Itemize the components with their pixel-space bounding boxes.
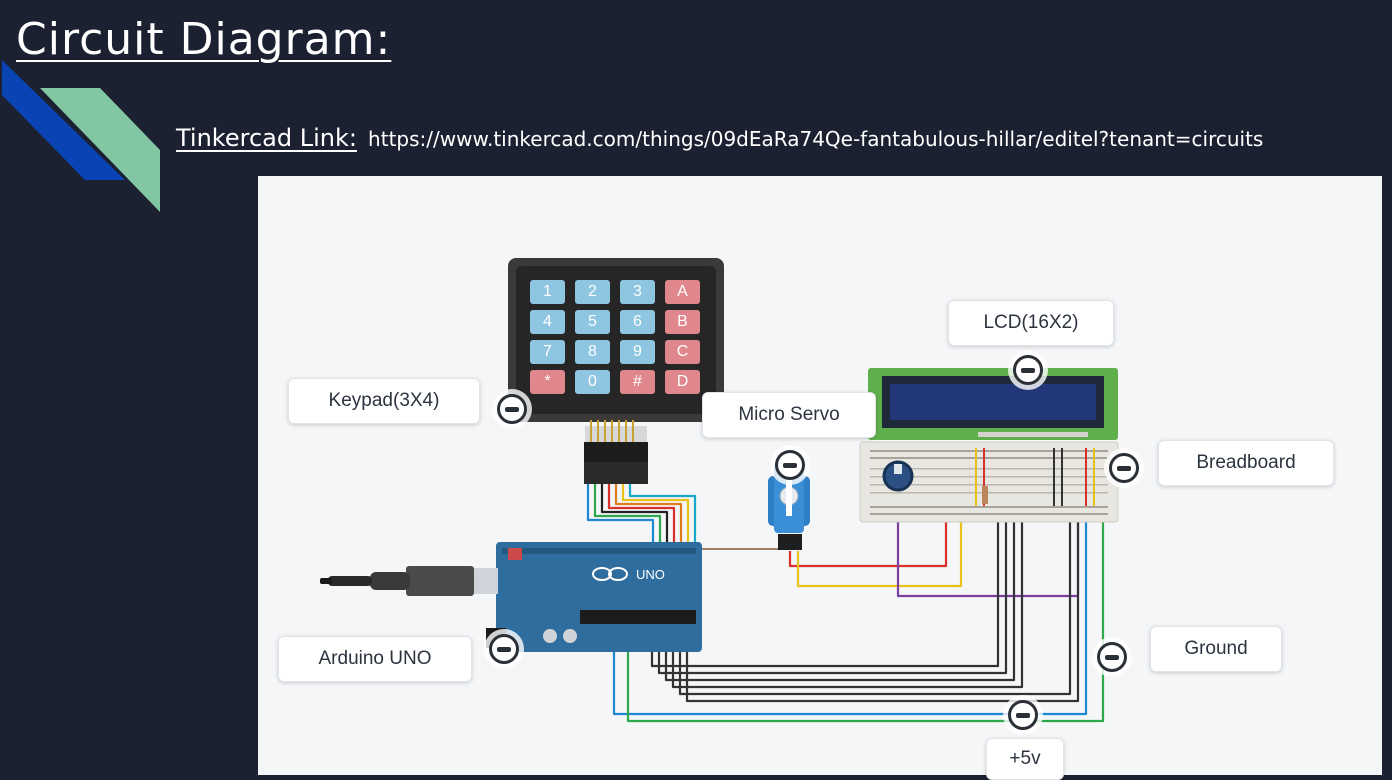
arduino-collapse-icon[interactable] bbox=[489, 634, 519, 664]
keypad-wire-orange bbox=[614, 484, 683, 544]
power-5v-wire bbox=[612, 516, 1088, 716]
keypad-key: D bbox=[665, 370, 700, 394]
keypad-key: # bbox=[620, 370, 655, 394]
keypad-wire-blue bbox=[586, 484, 655, 544]
keypad-key: 3 bbox=[620, 280, 655, 304]
power-5v-collapse-icon[interactable] bbox=[1008, 700, 1038, 730]
micro-servo-device bbox=[768, 463, 810, 550]
arduino-uno-device: UNO bbox=[320, 542, 702, 652]
ground-collapse-icon[interactable] bbox=[1097, 642, 1127, 672]
keypad-wire-black bbox=[600, 484, 669, 544]
lcd-data-wire-5 bbox=[678, 448, 1072, 696]
tinkercad-link-label: Tinkercad Link: bbox=[176, 124, 357, 152]
keypad-wire-yellow bbox=[621, 484, 690, 544]
tinkercad-link-row: Tinkercad Link: https://www.tinkercad.co… bbox=[176, 124, 1263, 152]
breadboard-device bbox=[859, 441, 1119, 523]
callout-power-5v: +5v bbox=[986, 738, 1064, 780]
keypad-key: 4 bbox=[530, 310, 565, 334]
keypad-key: A bbox=[665, 280, 700, 304]
lcd-data-wire-6 bbox=[685, 511, 1080, 703]
arduino-uno-logo-text: UNO bbox=[636, 567, 665, 582]
lcd-data-wire-3 bbox=[664, 448, 1016, 682]
lcd-data-wire-4 bbox=[671, 448, 1024, 689]
keypad-key: 6 bbox=[620, 310, 655, 334]
keypad-key: B bbox=[665, 310, 700, 334]
keypad-key: 0 bbox=[575, 370, 610, 394]
keypad-key: 2 bbox=[575, 280, 610, 304]
keypad-key: * bbox=[530, 370, 565, 394]
keypad-key: C bbox=[665, 340, 700, 364]
keypad-key: 1 bbox=[530, 280, 565, 304]
callout-micro-servo: Micro Servo bbox=[702, 392, 876, 438]
callout-ground: Ground bbox=[1150, 626, 1282, 672]
lcd-data-wire-2 bbox=[657, 448, 1008, 675]
micro-servo-collapse-icon[interactable] bbox=[775, 450, 805, 480]
lcd-16x2-device bbox=[868, 368, 1118, 440]
keypad-key: 7 bbox=[530, 340, 565, 364]
servo-red-wire bbox=[788, 514, 948, 568]
keypad-wire-cyan bbox=[628, 484, 697, 544]
lcd-collapse-icon[interactable] bbox=[1013, 355, 1043, 385]
lcd-data-wire-1 bbox=[650, 448, 1000, 668]
keypad-key: 9 bbox=[620, 340, 655, 364]
callout-lcd: LCD(16X2) bbox=[948, 300, 1114, 346]
callout-arduino-uno: Arduino UNO bbox=[278, 636, 472, 682]
keypad-key: 8 bbox=[575, 340, 610, 364]
callout-breadboard: Breadboard bbox=[1158, 440, 1334, 486]
breadboard-collapse-icon[interactable] bbox=[1109, 453, 1139, 483]
tinkercad-link-url[interactable]: https://www.tinkercad.com/things/09dEaRa… bbox=[368, 127, 1264, 151]
callout-keypad: Keypad(3X4) bbox=[288, 378, 480, 424]
keypad-wire-green bbox=[593, 484, 662, 544]
slide-title: Circuit Diagram: bbox=[16, 14, 392, 65]
keypad-wire-red bbox=[607, 484, 676, 544]
servo-yellow-wire bbox=[796, 521, 963, 588]
keypad-key: 5 bbox=[575, 310, 610, 334]
ground-wire bbox=[626, 516, 1105, 723]
keypad-collapse-icon[interactable] bbox=[497, 394, 527, 424]
corner-accent-stripes bbox=[2, 60, 160, 212]
